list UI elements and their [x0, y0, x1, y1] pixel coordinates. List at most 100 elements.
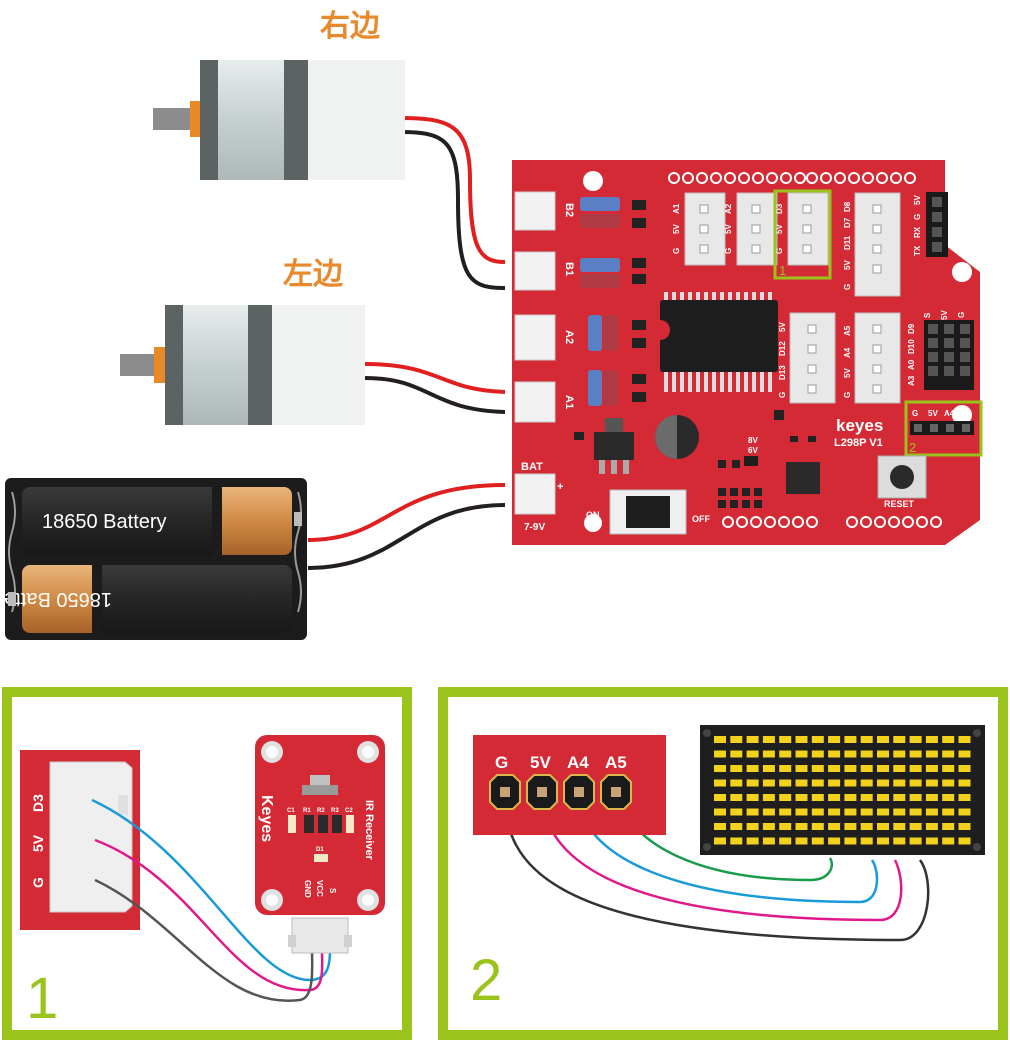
led-dot	[746, 837, 759, 845]
ir-module-name: IR Receiver	[363, 800, 375, 861]
led-dot	[779, 750, 792, 758]
led-dot	[942, 736, 955, 743]
hdr-label-g: G	[724, 248, 733, 254]
led-dot	[714, 750, 726, 758]
small-ic	[786, 462, 820, 494]
battery-holder: 18650 Battery 18650 Battery	[0, 478, 307, 640]
motor-a-wires	[364, 362, 506, 414]
led-dot	[828, 765, 841, 772]
led-dot	[811, 736, 824, 743]
led-dot	[860, 765, 873, 772]
panel1-pin-d3: D3	[30, 794, 46, 812]
ir-c2: C2	[345, 808, 353, 814]
led-dot	[958, 837, 971, 845]
panel2-pin-g: G	[495, 753, 508, 772]
ir-pin-vcc: VCC	[315, 880, 324, 897]
hdr-label-a0: A0	[907, 359, 916, 370]
led-dot	[877, 765, 889, 772]
led-dot	[795, 736, 808, 743]
voltage-regulator	[594, 418, 634, 474]
led-dot	[893, 794, 906, 801]
led-dot	[958, 765, 971, 772]
battery-wires	[307, 483, 506, 570]
bottom-header-pins	[722, 516, 942, 528]
small-hdr-g: G	[912, 409, 918, 418]
led-dot	[909, 808, 922, 816]
hdr-label-a5: A5	[843, 325, 852, 336]
led-dot	[714, 794, 726, 801]
led-dot	[925, 765, 938, 772]
callout-box-1	[773, 189, 832, 280]
hdr-label-g: G	[672, 248, 681, 254]
led-dot	[828, 736, 841, 743]
led-dot	[877, 837, 889, 845]
led-dot	[762, 765, 775, 772]
motor-b-wires	[399, 116, 506, 290]
motor-connectors	[514, 191, 556, 515]
led-dot	[958, 736, 971, 743]
led-dot	[942, 779, 955, 787]
hdr-label-tx: TX	[913, 245, 922, 256]
led-dot	[762, 794, 775, 801]
led-dot	[942, 808, 955, 816]
led-dot	[909, 765, 922, 772]
led-dot	[958, 823, 971, 830]
mount-hole	[584, 514, 602, 532]
led-dot	[746, 823, 759, 830]
led-dot	[942, 765, 955, 772]
hdr-label-d3: D3	[775, 203, 784, 214]
panel2-pin-sockets	[489, 774, 632, 810]
led-dot	[795, 765, 808, 772]
hdr-label-g: G	[843, 284, 852, 290]
callout-box-2	[904, 400, 983, 457]
hdr-label-5v: 5V	[724, 224, 733, 234]
led-dot	[746, 736, 759, 743]
battery-cell-bottom-label: 18650 Battery	[0, 588, 112, 610]
led-dot	[958, 779, 971, 787]
led-dot	[893, 808, 906, 816]
led-dot	[828, 750, 841, 758]
switch-on-label: ON	[586, 510, 600, 520]
led-dot	[746, 808, 759, 816]
power-switch[interactable]	[609, 489, 687, 535]
led-dot	[779, 823, 792, 830]
reset-button[interactable]	[877, 455, 927, 499]
led-dot	[860, 779, 873, 787]
led-dot	[779, 765, 792, 772]
led-dot	[909, 823, 922, 830]
hdr-label-d7: D7	[843, 217, 852, 228]
left-motor-label: 左边	[283, 257, 344, 292]
led-dot	[714, 808, 726, 816]
led-dot	[844, 736, 857, 743]
voltage-label: 7-9V	[524, 522, 545, 533]
led-dot	[909, 837, 922, 845]
port-label-a1: A1	[563, 395, 575, 409]
ir-c1: C1	[287, 808, 295, 814]
ir-module-brand: Keyes	[258, 795, 275, 842]
l298p-chip	[660, 292, 778, 392]
hdr-label-a4: A4	[843, 347, 852, 358]
led-dot	[746, 765, 759, 772]
led-dot	[811, 765, 824, 772]
hdr-label-5v: 5V	[843, 260, 852, 270]
hdr-label-g: G	[778, 392, 787, 398]
small-hdr-5v: 5V	[928, 409, 938, 418]
led-dot	[730, 750, 743, 758]
led-dot	[811, 837, 824, 845]
led-dot	[958, 808, 971, 816]
panel1-pin-g: G	[30, 877, 46, 888]
led-dot	[714, 823, 726, 830]
led-dot	[860, 823, 873, 830]
jumper-6v: 6V	[748, 446, 758, 455]
led-dot	[925, 823, 938, 830]
hdr-label-g: G	[913, 214, 922, 220]
led-dot	[828, 794, 841, 801]
battery-cell-top-label: 18650 Battery	[42, 511, 167, 533]
led-dot	[746, 750, 759, 758]
hdr-label-s: S	[923, 312, 932, 318]
led-dot	[860, 808, 873, 816]
led-dot	[779, 779, 792, 787]
led-dot	[844, 794, 857, 801]
led-dot	[795, 750, 808, 758]
